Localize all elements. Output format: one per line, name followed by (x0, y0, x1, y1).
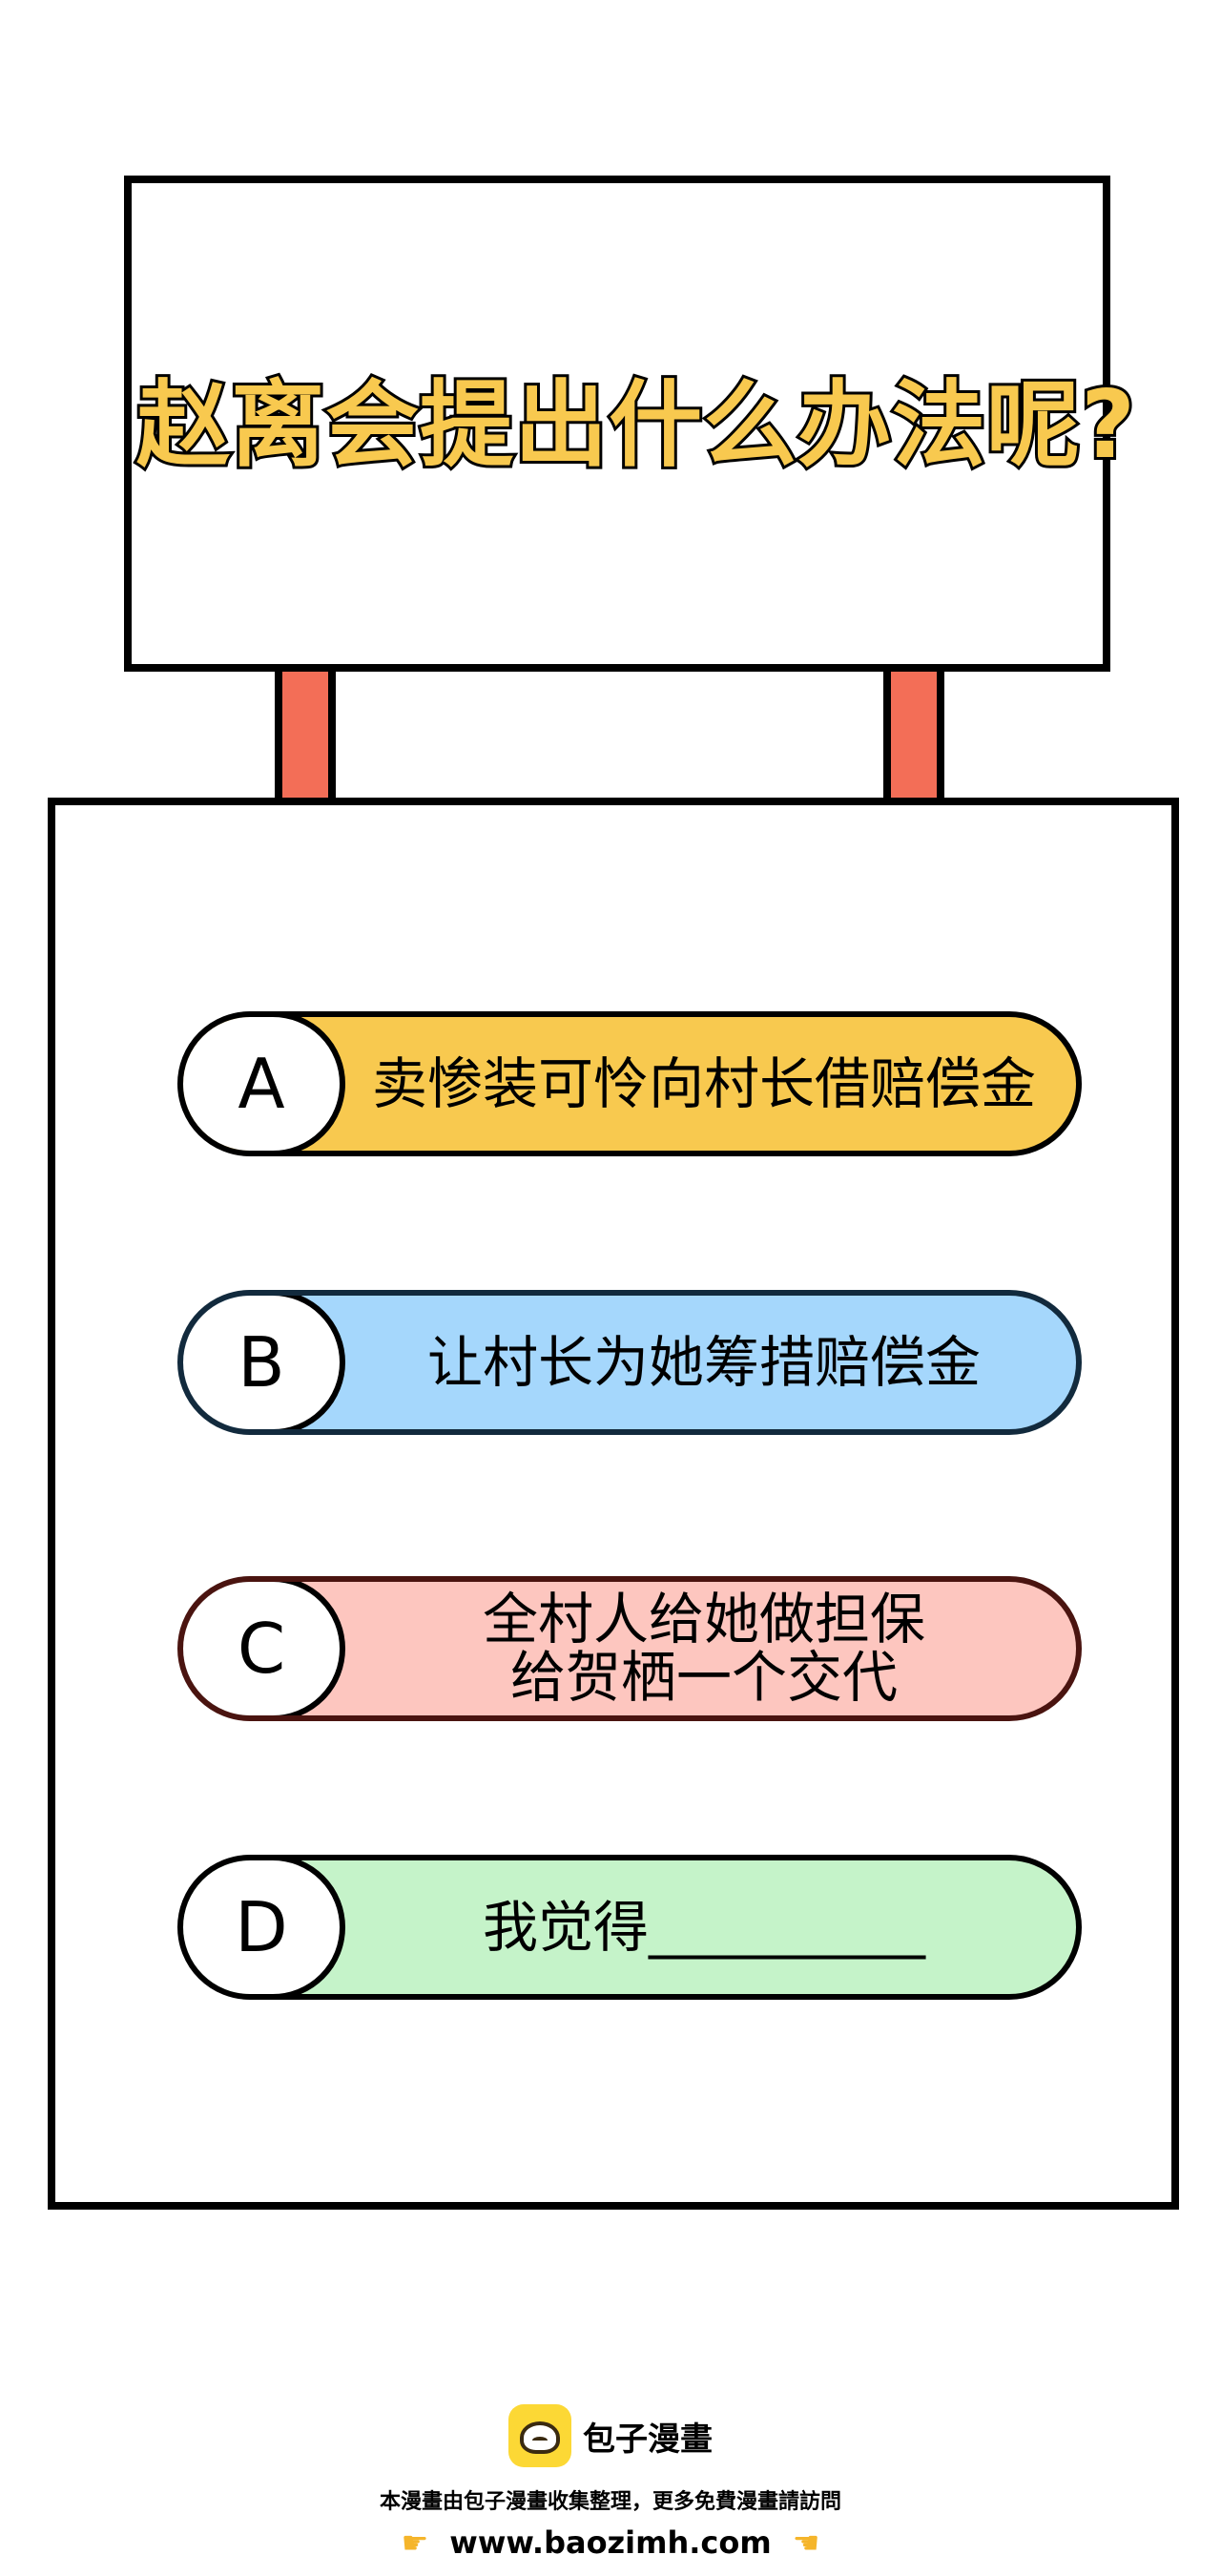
option-c-text: 全村人给她做担保 给贺栖一个交代 (351, 1582, 1057, 1715)
footer-brand[interactable]: 包子漫畫 (0, 2404, 1221, 2467)
option-a-letter: A (238, 1044, 285, 1124)
footer-notice: 本漫畫由包子漫畫收集整理，更多免費漫畫請訪問 (379, 2490, 841, 2514)
site-url-link[interactable]: www.baozimh.com (449, 2524, 772, 2561)
pointing-right-icon: ☛ (401, 2524, 429, 2561)
option-c-letter: C (237, 1609, 286, 1689)
option-d-letter: D (235, 1887, 288, 1967)
sign-post-left (275, 672, 336, 801)
option-a-text: 卖惨装可怜向村长借赔偿金 (371, 1050, 1036, 1116)
option-b-text: 让村长为她筹措赔偿金 (426, 1329, 981, 1395)
footer: 包子漫畫 本漫畫由包子漫畫收集整理，更多免費漫畫請訪問 ☛ www.baozim… (0, 2404, 1221, 2561)
pointing-left-icon: ☚ (792, 2524, 820, 2561)
option-d[interactable]: D 我觉得__________ (177, 1855, 1082, 2000)
question-title: 赵离会提出什么办法呢? (134, 368, 1138, 483)
option-d-text: 我觉得__________ (482, 1894, 925, 1960)
option-b-letter: B (238, 1322, 285, 1402)
option-b[interactable]: B 让村长为她筹措赔偿金 (177, 1290, 1082, 1435)
option-c-text-line1: 全村人给她做担保 (482, 1587, 925, 1652)
footer-url-row: ☛ www.baozimh.com ☚ (0, 2524, 1221, 2561)
option-c[interactable]: C 全村人给她做担保 给贺栖一个交代 (177, 1576, 1082, 1721)
option-a-badge: A (183, 1017, 345, 1151)
option-c-badge: C (183, 1582, 345, 1715)
answer-board: A 卖惨装可怜向村长借赔偿金 B 让村长为她筹措赔偿金 C 全村人给她做担保 给… (48, 798, 1179, 2210)
brand-name: 包子漫畫 (583, 2420, 713, 2459)
question-sign-board: 赵离会提出什么办法呢? (124, 176, 1138, 672)
option-d-badge: D (183, 1860, 345, 1994)
option-b-badge: B (183, 1296, 345, 1429)
bun-logo-icon (508, 2404, 571, 2467)
sign-post-right (883, 672, 944, 801)
option-c-text-line2: 给贺栖一个交代 (509, 1645, 898, 1710)
option-a[interactable]: A 卖惨装可怜向村长借赔偿金 (177, 1011, 1082, 1156)
